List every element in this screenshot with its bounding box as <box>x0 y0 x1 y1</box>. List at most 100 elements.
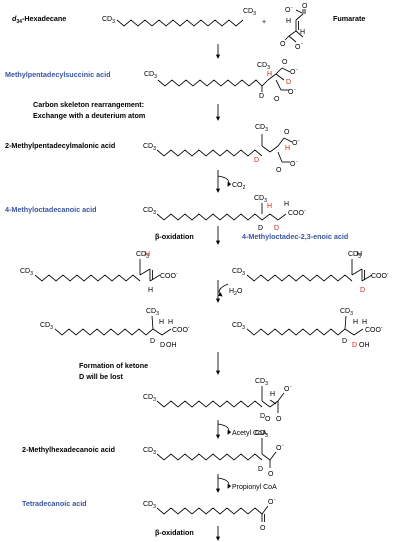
cd3-ketone: CD3 <box>143 394 156 403</box>
hexadecanoic-headgroup: CD3 D O- O <box>255 430 284 478</box>
svg-text:H: H <box>353 319 358 326</box>
svg-text:-: - <box>294 87 296 93</box>
rearrangement-line1: Carbon skeleton rearrangement: <box>33 100 144 109</box>
svg-text:-: - <box>296 67 298 73</box>
cd3-succinic: CD3 <box>144 71 157 80</box>
propionyl-coa-label: Propionyl CoA <box>232 484 277 491</box>
plus-sign: + <box>262 19 266 26</box>
svg-text:COO-: COO- <box>365 325 383 334</box>
ketone-chain <box>156 400 263 408</box>
svg-text:O: O <box>274 96 280 103</box>
ketone-line2: D will be lost <box>79 372 124 381</box>
svg-text:COO-: COO- <box>172 325 190 334</box>
svg-text:O: O <box>292 140 298 147</box>
hexadecane-chain <box>116 19 244 27</box>
tetradecanoic-headgroup: O- O <box>260 497 276 532</box>
svg-text:O: O <box>290 69 296 76</box>
malonic-headgroup: CD3 D H O O- O- O <box>254 124 300 174</box>
svg-text:D: D <box>274 225 279 232</box>
svg-text:D: D <box>258 466 263 473</box>
svg-text:D: D <box>360 287 365 294</box>
svg-text:O: O <box>268 499 274 506</box>
octadecanoic-chain <box>156 213 287 221</box>
enoic-left: CD3 CD3 H H COO- <box>20 251 178 294</box>
hexadecane-label: d34-Hexadecane <box>12 14 66 25</box>
svg-text:OH: OH <box>359 342 370 349</box>
svg-text:D: D <box>160 342 165 349</box>
acetyl-coa-curve-arrow <box>217 423 232 435</box>
tetradecanoic-chain <box>156 507 263 515</box>
fumarate-label: Fumarate <box>333 14 365 23</box>
svg-text:H: H <box>285 145 290 152</box>
svg-text:O: O <box>276 167 282 174</box>
svg-text:D: D <box>286 79 291 86</box>
hexadecanoic-chain <box>156 453 263 461</box>
svg-text:OH: OH <box>166 342 177 349</box>
methyloctadec-enoic-label: 4-Methyloctadec-2,3-enoic acid <box>242 232 348 241</box>
succinic-chain <box>157 79 269 87</box>
svg-text:H: H <box>300 29 305 36</box>
svg-text:COO-: COO- <box>160 271 178 280</box>
svg-text:CD3: CD3 <box>257 62 270 71</box>
svg-text:CD3: CD3 <box>340 308 353 317</box>
malonic-chain <box>156 149 263 157</box>
svg-text:O: O <box>265 416 271 423</box>
cd3-tetradecanoic: CD3 <box>143 501 156 510</box>
svg-text:CD3: CD3 <box>255 430 268 439</box>
svg-text:D: D <box>352 342 357 349</box>
svg-text:CD3: CD3 <box>232 322 245 331</box>
cd3-malonic: CD3 <box>143 143 156 152</box>
svg-text:H: H <box>148 287 153 294</box>
svg-text:COO-: COO- <box>371 271 389 280</box>
svg-text:H: H <box>270 391 275 398</box>
svg-text:D: D <box>150 338 155 345</box>
svg-text:CD3: CD3 <box>40 322 53 331</box>
beta-oxidation-1-label: β-oxidation <box>155 232 194 241</box>
ketone-line1: Formation of ketone <box>79 361 148 370</box>
svg-text:H: H <box>357 251 362 258</box>
svg-text:-: - <box>301 41 303 47</box>
svg-text:H: H <box>362 319 367 326</box>
svg-text:CD3: CD3 <box>255 378 268 387</box>
svg-text:O: O <box>280 41 286 48</box>
methylpentadecylsuccinic-label: Methylpentadecylsuccinic acid <box>5 70 110 79</box>
fumarate-structure: O- O H H O O- <box>280 3 308 51</box>
svg-text:O: O <box>284 386 290 393</box>
water-label: H2O <box>229 288 243 297</box>
cd3-hexadecanoic: CD3 <box>143 447 156 456</box>
enoic-right: CD3 CD3 H D COO- <box>232 251 389 294</box>
propionyl-coa-curve-arrow <box>217 477 232 489</box>
svg-text:D: D <box>258 225 263 232</box>
svg-text:D: D <box>259 93 264 100</box>
succinic-headgroup: CD3 D H D O O- O- O <box>257 59 298 103</box>
svg-text:CD3: CD3 <box>348 251 361 260</box>
svg-text:D: D <box>260 413 265 420</box>
svg-text:-: - <box>282 443 284 449</box>
svg-text:H: H <box>145 251 150 258</box>
svg-text:H: H <box>284 201 289 208</box>
svg-text:CD3: CD3 <box>232 268 245 277</box>
svg-text:O: O <box>302 3 308 10</box>
svg-text:-: - <box>296 159 298 165</box>
co2-label: CO2 <box>232 182 246 191</box>
svg-text:D: D <box>254 157 259 164</box>
svg-text:O: O <box>290 161 296 168</box>
rearrangement-line2: Exchange with a deuterium atom <box>33 111 145 120</box>
ketone-headgroup: CD3 H D O O- O <box>255 378 292 423</box>
svg-text:CD3: CD3 <box>146 308 159 317</box>
svg-text:CD3: CD3 <box>255 124 268 133</box>
svg-text:H: H <box>159 319 164 326</box>
beta-oxidation-2-label: β-oxidation <box>155 528 194 537</box>
svg-text:H: H <box>267 71 272 78</box>
tetradecanoic-label: Tetradecanoic acid <box>22 499 87 508</box>
svg-text:CD3: CD3 <box>20 268 33 277</box>
svg-text:H: H <box>267 203 272 210</box>
svg-text:H: H <box>168 319 173 326</box>
cd3-hexadecane-right: CD3 <box>243 8 256 17</box>
svg-text:H: H <box>286 18 291 25</box>
cd3-octadecanoic: CD3 <box>143 207 156 216</box>
methyloctadecanoic-label: 4-Methyloctadecanoic acid <box>5 205 96 214</box>
svg-text:-: - <box>274 497 276 503</box>
svg-text:O: O <box>268 471 274 478</box>
